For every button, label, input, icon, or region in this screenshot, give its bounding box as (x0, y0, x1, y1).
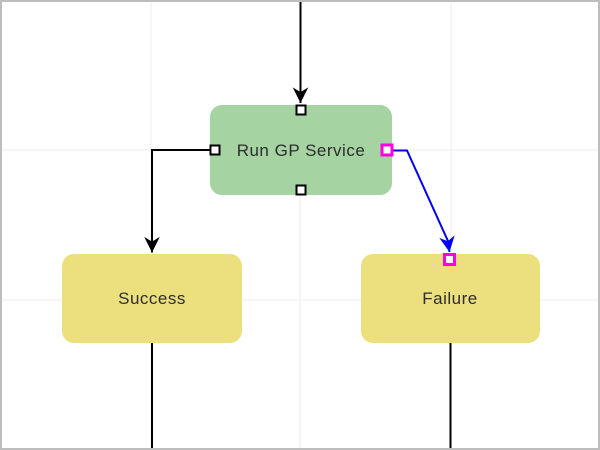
node-failure[interactable]: Failure (361, 254, 540, 343)
port-run-gp-service-left[interactable] (209, 144, 221, 156)
node-failure-shape[interactable] (361, 254, 540, 343)
port-run-gp-service-right-selected[interactable] (380, 143, 394, 157)
edges (144, 0, 455, 450)
edge-to-success[interactable] (144, 149, 210, 253)
node-run-gp-service-label: Run GP Service (237, 141, 366, 160)
node-success[interactable]: Success (62, 254, 242, 343)
port-run-gp-service-bottom[interactable] (295, 184, 307, 196)
node-success-label: Success (118, 289, 186, 308)
nodes: Run GP Service Success Failure (62, 105, 540, 343)
node-success-shape[interactable] (62, 254, 242, 343)
edge-to-failure-selected[interactable] (393, 149, 455, 253)
node-failure-label: Failure (422, 289, 477, 308)
node-run-gp-service-shape[interactable] (210, 105, 392, 195)
port-failure-top-selected[interactable] (443, 253, 456, 266)
ports (209, 104, 456, 266)
port-run-gp-service-top[interactable] (295, 104, 307, 116)
node-run-gp-service[interactable]: Run GP Service (210, 105, 392, 195)
